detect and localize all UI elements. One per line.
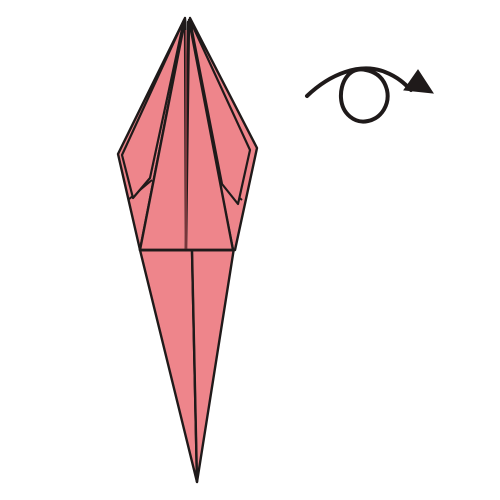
tail-center-crease [191,249,198,483]
turn-over-arrow-icon [305,66,434,124]
tail-left-panel [138,248,199,484]
inner-flap-back-right [188,18,252,206]
arrow-head [403,69,434,94]
inner-flap-back-left [120,18,186,200]
origami-model [116,16,259,484]
